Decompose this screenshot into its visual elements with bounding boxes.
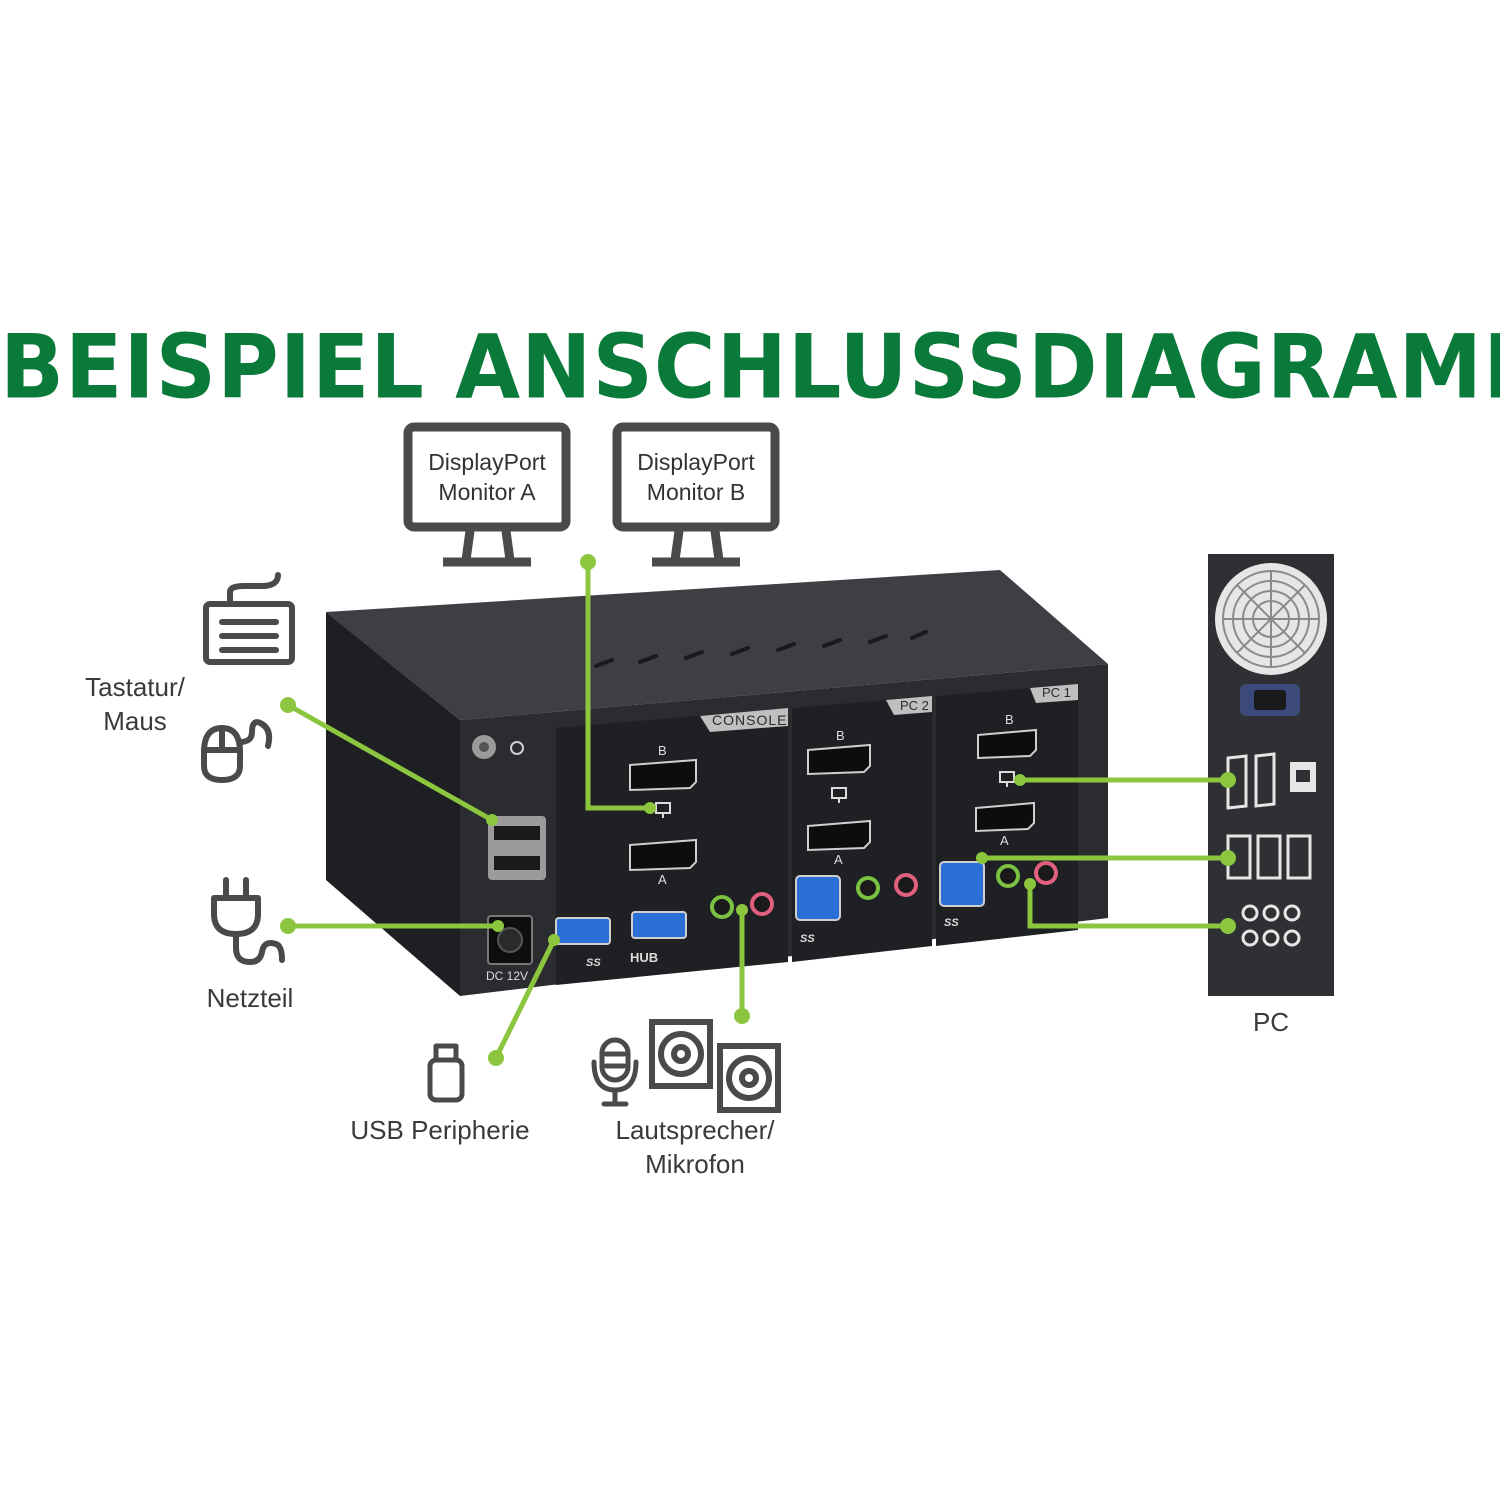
usb-label: USB Peripherie (350, 1115, 530, 1145)
port-b-pc2: B (836, 728, 845, 743)
section-pc2: PC 2 (900, 698, 929, 713)
keyboard-mouse-line1: Tastatur/ (85, 672, 185, 702)
page-title: BEISPIEL ANSCHLUSSDIAGRAMM (0, 315, 1500, 419)
ss-label-pc1: SS (944, 917, 959, 929)
dc-label: DC 12V (486, 969, 528, 983)
connector-lines (286, 562, 1228, 1060)
microphone-icon (591, 1037, 639, 1107)
pc-label: PC (1252, 1007, 1290, 1037)
monitor-b-label: DisplayPort Monitor B (626, 447, 766, 507)
ss-label-hub: SS (586, 957, 601, 969)
section-pc1: PC 1 (1042, 685, 1071, 700)
port-a-pc2: A (834, 852, 843, 867)
hub-label: HUB (630, 950, 658, 965)
audio-line1: Lautsprecher/ (615, 1115, 775, 1145)
keyboard-mouse-label: Tastatur/ Maus (60, 670, 210, 738)
usb-stick-icon (427, 1043, 465, 1103)
monitor-b-line1: DisplayPort (637, 449, 755, 475)
keyboard-icon (203, 572, 295, 665)
port-a-console: A (658, 872, 667, 887)
monitor-a-line2: Monitor A (438, 479, 536, 505)
port-a-pc1: A (1000, 833, 1009, 848)
keyboard-mouse-line2: Maus (103, 706, 167, 736)
mouse-icon (201, 719, 273, 784)
kvm-switch (326, 570, 1108, 996)
monitor-b-line2: Monitor B (646, 479, 746, 505)
port-b-pc1: B (1005, 712, 1014, 727)
monitor-a-label: DisplayPort Monitor A (417, 447, 557, 507)
monitor-a-line1: DisplayPort (428, 449, 546, 475)
section-console: CONSOLE (712, 712, 787, 728)
port-b-console: B (658, 743, 667, 758)
speaker-icon (649, 1019, 781, 1113)
monitor-icon (612, 422, 780, 567)
connector-dots (280, 554, 1236, 1066)
plug-icon (211, 877, 285, 965)
audio-label: Lautsprecher/ Mikrofon (590, 1113, 800, 1181)
ss-label-pc2: SS (800, 933, 815, 945)
monitor-icon (403, 422, 571, 567)
power-label: Netzteil (206, 983, 294, 1013)
audio-line2: Mikrofon (645, 1149, 745, 1179)
